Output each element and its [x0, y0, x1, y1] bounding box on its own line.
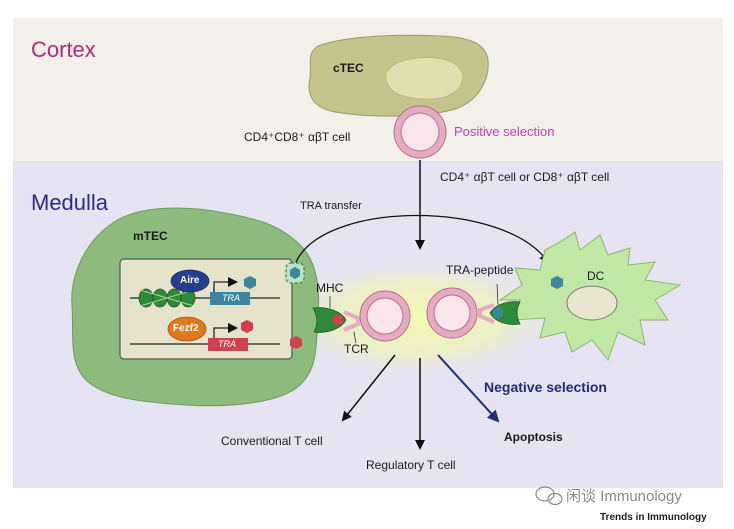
medulla-label: Medulla — [31, 190, 109, 215]
tcr-right — [478, 303, 495, 324]
tra-gene-1-label: TRA — [222, 293, 240, 303]
dp-tcell-nucleus — [400, 112, 440, 152]
dc-nucleus — [566, 285, 618, 321]
arrow-conventional — [341, 354, 396, 422]
tra-peptide-dc — [493, 307, 503, 319]
negative-selection-label: Negative selection — [484, 379, 607, 395]
mhc-mtec — [312, 307, 347, 333]
single-positive-label: CD4⁺ αβT cell or CD8⁺ αβT cell — [440, 170, 610, 184]
ctec-nucleus — [385, 56, 464, 100]
tra-transfer-label: TRA transfer — [300, 200, 362, 212]
mtec-label: mTEC — [133, 229, 168, 243]
double-positive-label: CD4⁺CD8⁺ αβT cell — [244, 130, 351, 144]
positive-selection-label: Positive selection — [454, 124, 555, 139]
selection-glow — [273, 256, 563, 380]
chromatin — [138, 288, 196, 308]
apoptosis-label: Apoptosis — [504, 430, 563, 444]
dc-label: DC — [587, 269, 605, 283]
fezf2-protein — [167, 316, 207, 342]
tra-gene-1 — [210, 292, 250, 305]
tcr-label: TCR — [344, 342, 369, 356]
tra-gene-2 — [208, 338, 248, 351]
wechat-icon — [535, 486, 563, 506]
tra-hexagon-cytoplasm — [290, 336, 302, 349]
aire-protein — [170, 269, 210, 293]
tra-gene-2-label: TRA — [218, 339, 236, 349]
regulatory-tcell-label: Regulatory T cell — [366, 458, 456, 472]
arrow-apoptosis — [437, 354, 500, 423]
tra-hexagon-nucleus-1 — [244, 276, 256, 289]
fezf2-label: Fezf2 — [173, 323, 199, 334]
ctec-label: cTEC — [333, 61, 364, 75]
mhc-label: MHC — [316, 281, 344, 295]
aire-label: Aire — [180, 275, 200, 286]
tra-peptide-mtec — [333, 314, 343, 326]
tcr-left — [343, 310, 360, 332]
tra-hexagon-dc — [551, 276, 563, 289]
tra-peptide-label: TRA-peptide — [446, 263, 514, 277]
tra-hexagon-nucleus-2 — [241, 320, 253, 333]
cortex-label: Cortex — [31, 37, 96, 62]
journal-label: Trends in Immunology — [600, 512, 707, 523]
tra-transfer-arrow — [295, 214, 550, 264]
conventional-tcell-label: Conventional T cell — [221, 434, 323, 448]
watermark-text: 闲谈 Immunology — [566, 488, 682, 505]
